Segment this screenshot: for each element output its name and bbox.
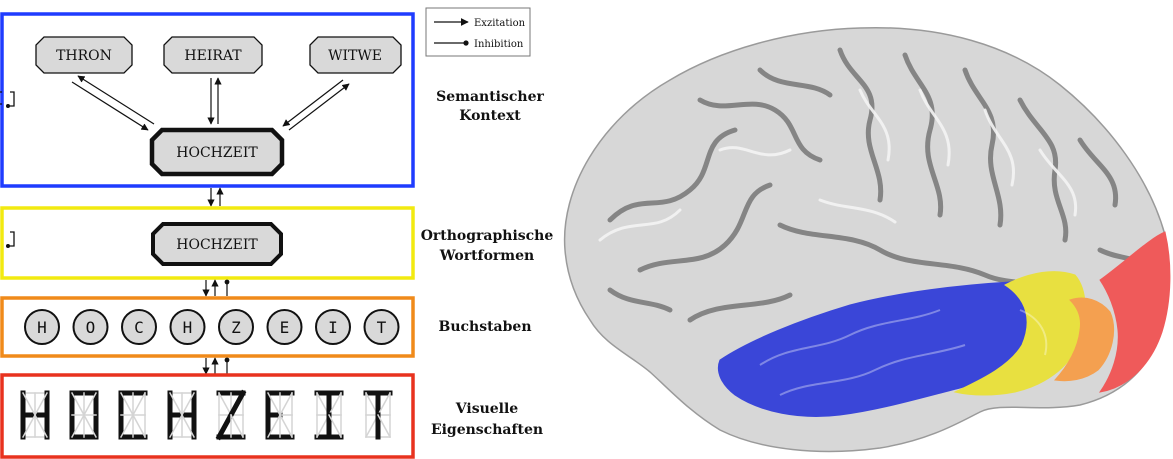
node-hochzeit-orthographic-label: HOCHZEIT	[176, 237, 258, 253]
visual-label-line2: Eigenschaften	[431, 422, 543, 438]
node-hochzeit-semantic: HOCHZEIT	[152, 130, 282, 174]
letter-node-label: T	[377, 318, 387, 337]
letter-node-label: I	[328, 318, 338, 337]
legend-inhibition: Inhibition	[474, 39, 524, 50]
segment-glyph	[317, 393, 341, 437]
orthographic-label-line1: Orthographische	[421, 228, 554, 244]
semantic-label-line2: Kontext	[459, 108, 521, 124]
segment-glyph	[72, 393, 96, 437]
brain-illustration	[565, 28, 1170, 452]
connector-letters-visual	[206, 358, 227, 374]
letters-label: Buchstaben	[438, 319, 531, 335]
segment-glyph	[366, 393, 390, 437]
visual-box	[2, 375, 413, 457]
letters-box	[2, 298, 413, 356]
node-heirat: HEIRAT	[164, 37, 262, 73]
letter-node-label: E	[280, 318, 290, 337]
segment-glyph	[219, 393, 243, 437]
visual-label-line1: Visuelle	[455, 401, 519, 417]
segment-glyph	[268, 393, 292, 437]
legend: Exzitation Inhibition	[426, 8, 530, 56]
node-thron-label: THRON	[56, 48, 112, 64]
visual-features-level: Visuelle Eigenschaften	[2, 375, 543, 457]
connector-semantic-orthographic	[211, 188, 220, 206]
letter-node-label: H	[37, 318, 47, 337]
node-witwe-label: WITWE	[328, 48, 382, 64]
legend-excitation: Exzitation	[474, 18, 526, 29]
letters-level: H O C H Z E I T Buchstaben	[2, 298, 532, 356]
node-heirat-label: HEIRAT	[184, 48, 242, 64]
node-hochzeit-orthographic: HOCHZEIT	[153, 224, 281, 264]
letter-node-label: O	[86, 318, 96, 337]
letter-node-label: H	[183, 318, 193, 337]
letter-node-label: C	[134, 318, 144, 337]
segment-glyph	[170, 393, 194, 437]
orthographic-level: HOCHZEIT Orthographische Wortformen	[2, 208, 553, 278]
connector-orthographic-letters	[206, 280, 227, 296]
node-witwe: WITWE	[310, 37, 401, 73]
letter-node-label: Z	[231, 318, 241, 337]
node-thron: THRON	[36, 37, 132, 73]
semantic-label-line1: Semantischer	[436, 89, 544, 105]
orthographic-label-line2: Wortformen	[439, 248, 534, 264]
node-hochzeit-semantic-label: HOCHZEIT	[176, 145, 258, 161]
segment-glyph	[121, 393, 145, 437]
segment-glyph	[23, 393, 47, 437]
